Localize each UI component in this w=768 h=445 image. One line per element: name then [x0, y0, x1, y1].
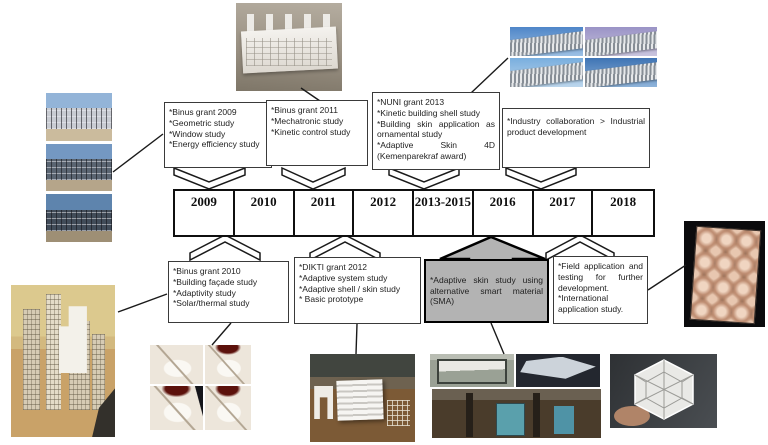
milestone-line: *Mechatronic study	[271, 115, 344, 126]
machine-blue	[553, 405, 574, 435]
milestone-line: *Building skin application as ornamental…	[377, 118, 495, 140]
milestone-line: *Kinetic building shell study	[377, 107, 481, 118]
model-tower	[46, 294, 61, 410]
milestone-line: *Binus grant 2009	[169, 107, 237, 117]
timeline-year-2012: 2012	[354, 191, 414, 235]
milestone-line: *Energy efficiency study	[169, 139, 260, 150]
line-towermodel-to-box2010	[117, 293, 168, 313]
line-shellgrid-to-box2013	[470, 57, 509, 94]
milestone-box-2017: *Industry collaboration > Industrial pro…	[502, 108, 650, 168]
photo-building-shell-grid	[510, 27, 657, 87]
milestone-line: *Adaptive shell / skin study	[299, 283, 401, 294]
timeline-year-2018: 2018	[610, 194, 637, 209]
milestone-box-2012: *DIKTI grant 2012 *Adaptive system study…	[294, 257, 421, 324]
photo-lattice-polyhedron	[610, 354, 717, 428]
machine-blue	[496, 402, 526, 437]
milestone-line: *Solar/thermal study	[173, 298, 250, 309]
milestone-line: *Kinetic control study	[271, 126, 351, 137]
milestone-box-field-application: *Field application and testing for furth…	[553, 256, 648, 324]
timeline-table: 2009 2010 2011 2012 2013-2015 2016 2017 …	[173, 189, 655, 237]
milestone-line: *Adaptive system study	[299, 272, 388, 283]
milestone-line: *DIKTI grant 2012	[299, 262, 368, 272]
building-render-frame	[46, 93, 112, 141]
down-arrow-connector-2013	[388, 166, 460, 190]
photo-layered-white-prototype	[310, 354, 415, 442]
disc-prototype-photo	[204, 345, 251, 385]
workshop-photo	[432, 389, 601, 438]
timeline-year-2011: 2011	[295, 191, 355, 235]
membrane-canopy-photo	[516, 354, 600, 387]
photo-hexagonal-panel	[684, 221, 765, 327]
timeline-year-2017: 2017	[534, 191, 594, 235]
polyhedron-graphic	[614, 359, 694, 426]
milestone-box-sma-highlighted: *Adaptive skin study using alternative s…	[424, 259, 549, 323]
building-render-frame	[46, 143, 112, 192]
photo-rotating-disc-prototype-grid	[150, 345, 251, 431]
timeline-year-2016: 2016	[474, 191, 534, 235]
photo-kinetic-facade-prototype	[236, 3, 342, 91]
line-box2010-to-disccollage	[211, 322, 232, 346]
photo-building-render-sequence	[46, 93, 112, 242]
frame-canopy-photo	[430, 354, 514, 387]
wire-cage-model	[386, 399, 410, 427]
down-arrow-connector-2017	[505, 166, 577, 190]
milestone-line: *Adaptive skin study using alternative s…	[430, 274, 543, 307]
disc-prototype-photo	[150, 345, 203, 385]
shell-photo	[584, 27, 657, 56]
milestone-line: *Binus grant 2010	[173, 266, 241, 276]
milestone-line: *Field application and testing for furth…	[558, 261, 643, 293]
line-prototype-to-box2011	[300, 87, 321, 102]
line-renders-to-box2009	[112, 133, 164, 173]
shell-photo	[584, 58, 657, 87]
milestone-line: *Building façade study	[173, 276, 258, 287]
milestone-box-2009: *Binus grant 2009 *Geometric study *Wind…	[164, 102, 272, 168]
milestone-line: *Binus grant 2011	[271, 105, 338, 115]
line-box2012-to-whitebox	[355, 323, 358, 355]
milestone-line: *Geometric study	[169, 117, 235, 128]
building-render-frame	[46, 194, 112, 242]
polyhedron-lattice	[634, 360, 694, 419]
photo-field-testing-collage	[430, 354, 602, 442]
milestone-box-2010: *Binus grant 2010 *Building façade study…	[168, 261, 289, 323]
milestone-box-2013: *NUNI grant 2013 *Kinetic building shell…	[372, 92, 500, 170]
photo-architectural-tower-model	[11, 285, 115, 437]
line-boxsma-to-workshop	[490, 322, 505, 355]
timeline-year-2009: 2009	[175, 191, 235, 235]
milestone-line: *International application study.	[558, 293, 624, 315]
model-tower	[92, 333, 105, 410]
down-arrow-connector-2011	[281, 166, 346, 190]
milestone-box-2011: *Binus grant 2011 *Mechatronic study *Ki…	[266, 100, 368, 166]
model-tower	[23, 309, 41, 410]
timeline-year-2010: 2010	[235, 191, 295, 235]
milestone-line: *Adaptivity study	[173, 287, 236, 298]
timeline-year-2013-2015: 2013-2015	[414, 191, 474, 235]
disc-prototype-photo	[150, 386, 203, 431]
milestone-line: *Adaptive Skin 4D (Kemenparekraf award)	[377, 140, 495, 161]
milestone-line: *NUNI grant 2013	[377, 97, 445, 107]
milestone-line: *Industry collaboration > Industrial pro…	[507, 116, 645, 137]
shell-photo	[510, 27, 583, 56]
prototype-mesh	[245, 38, 333, 67]
disc-prototype-photo	[204, 386, 251, 431]
hand	[614, 406, 650, 426]
up-arrow-connector-2010	[189, 234, 261, 262]
down-arrow-connector-2009	[173, 166, 246, 190]
milestone-line: *Window study	[169, 128, 226, 139]
milestone-line: * Basic prototype	[299, 294, 364, 305]
line-boxfield-to-hexpanel	[647, 264, 687, 291]
shell-photo	[510, 58, 583, 87]
